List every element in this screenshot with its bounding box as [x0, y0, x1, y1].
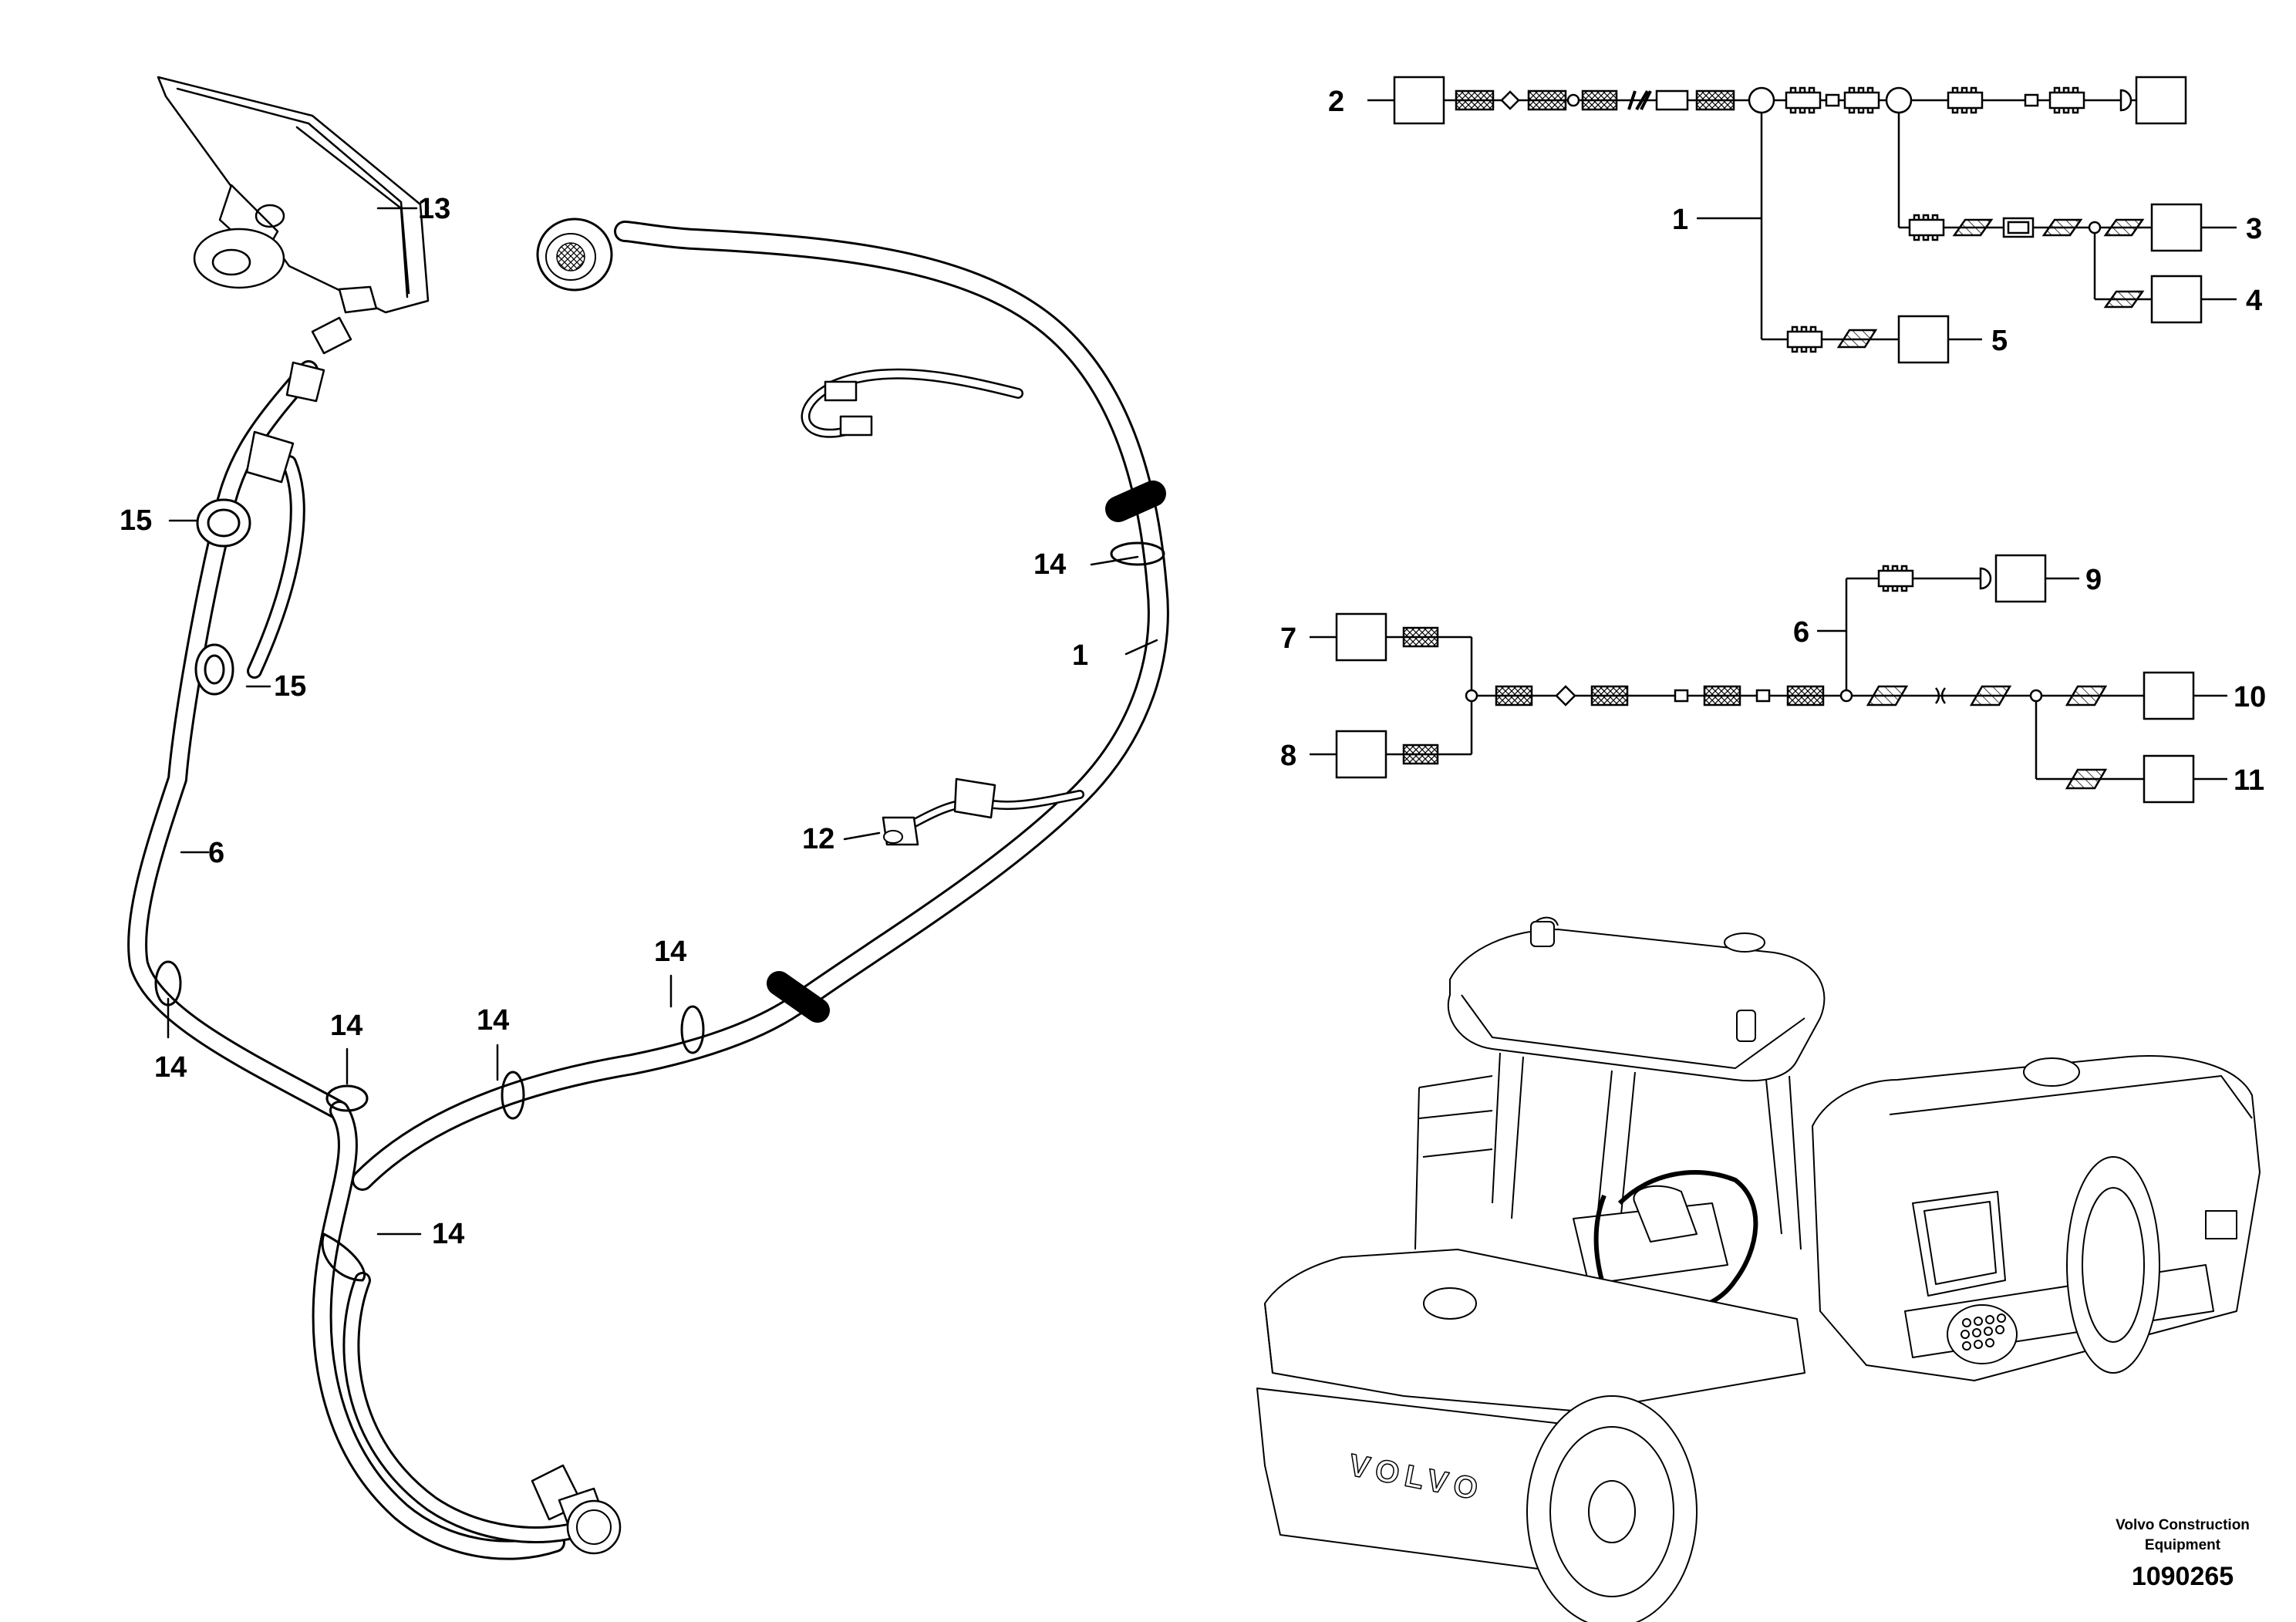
publisher-name-line1: Volvo Construction: [2116, 1517, 2250, 1533]
harness-branch-6: [127, 316, 352, 1121]
display-unit: [157, 76, 430, 314]
callout-15-lower: 15: [274, 670, 306, 703]
harness-lower-bundle: [312, 1101, 622, 1560]
roller-machine-illustration: VOLVO: [1256, 916, 2261, 1622]
callout-12: 12: [802, 823, 834, 855]
schematic-label-9: 9: [2085, 564, 2102, 596]
harness-callouts: 13 14 1 15 15 6 12 14 14 14 14 14: [120, 193, 1088, 1250]
callout-6: 6: [208, 837, 224, 869]
schematic-label-1: 1: [1672, 204, 1688, 236]
schematic-label-5: 5: [1991, 325, 2008, 357]
schematic-top-labels: 2 1 3 4 5: [1328, 86, 2262, 357]
callout-14-middle: 14: [654, 936, 686, 968]
publisher-credit: Volvo Construction Equipment 1090265: [2090, 1516, 2275, 1592]
leader-lines: [167, 207, 1158, 1236]
callout-14-center: 14: [477, 1004, 509, 1037]
schematic-label-3: 3: [2246, 213, 2262, 245]
callout-14-bottom: 14: [432, 1218, 464, 1250]
callout-15-upper: 15: [120, 504, 152, 537]
callout-14-top-right: 14: [1033, 548, 1066, 581]
schematic-bottom-labels: 7 8 6 9 10 11: [1280, 564, 2266, 797]
rear-grille: [1947, 1304, 2018, 1364]
publisher-name-line2: Equipment: [2144, 1537, 2221, 1553]
schematic-label-11: 11: [2234, 764, 2264, 797]
schematic-top: [1367, 76, 2237, 364]
grommets: [194, 498, 251, 696]
callout-14-left-upper: 14: [330, 1010, 362, 1042]
callout-14-left-lower: 14: [154, 1051, 187, 1084]
harness-main-1: [352, 218, 1169, 1191]
schematic-label-10: 10: [2234, 681, 2266, 713]
wiring-harness-drawing: [127, 76, 1169, 1560]
schematic-label-8: 8: [1280, 740, 1296, 772]
schematic-label-6: 6: [1793, 616, 1809, 649]
figure-id: 1090265: [2131, 1562, 2234, 1591]
schematic-label-2: 2: [1328, 86, 1344, 118]
schematic-bottom: [1310, 554, 2227, 804]
callout-1: 1: [1072, 639, 1088, 672]
schematic-label-4: 4: [2246, 285, 2262, 317]
callout-13: 13: [418, 193, 450, 225]
schematic-label-7: 7: [1280, 622, 1296, 655]
cable-clamps: [154, 541, 1165, 1282]
